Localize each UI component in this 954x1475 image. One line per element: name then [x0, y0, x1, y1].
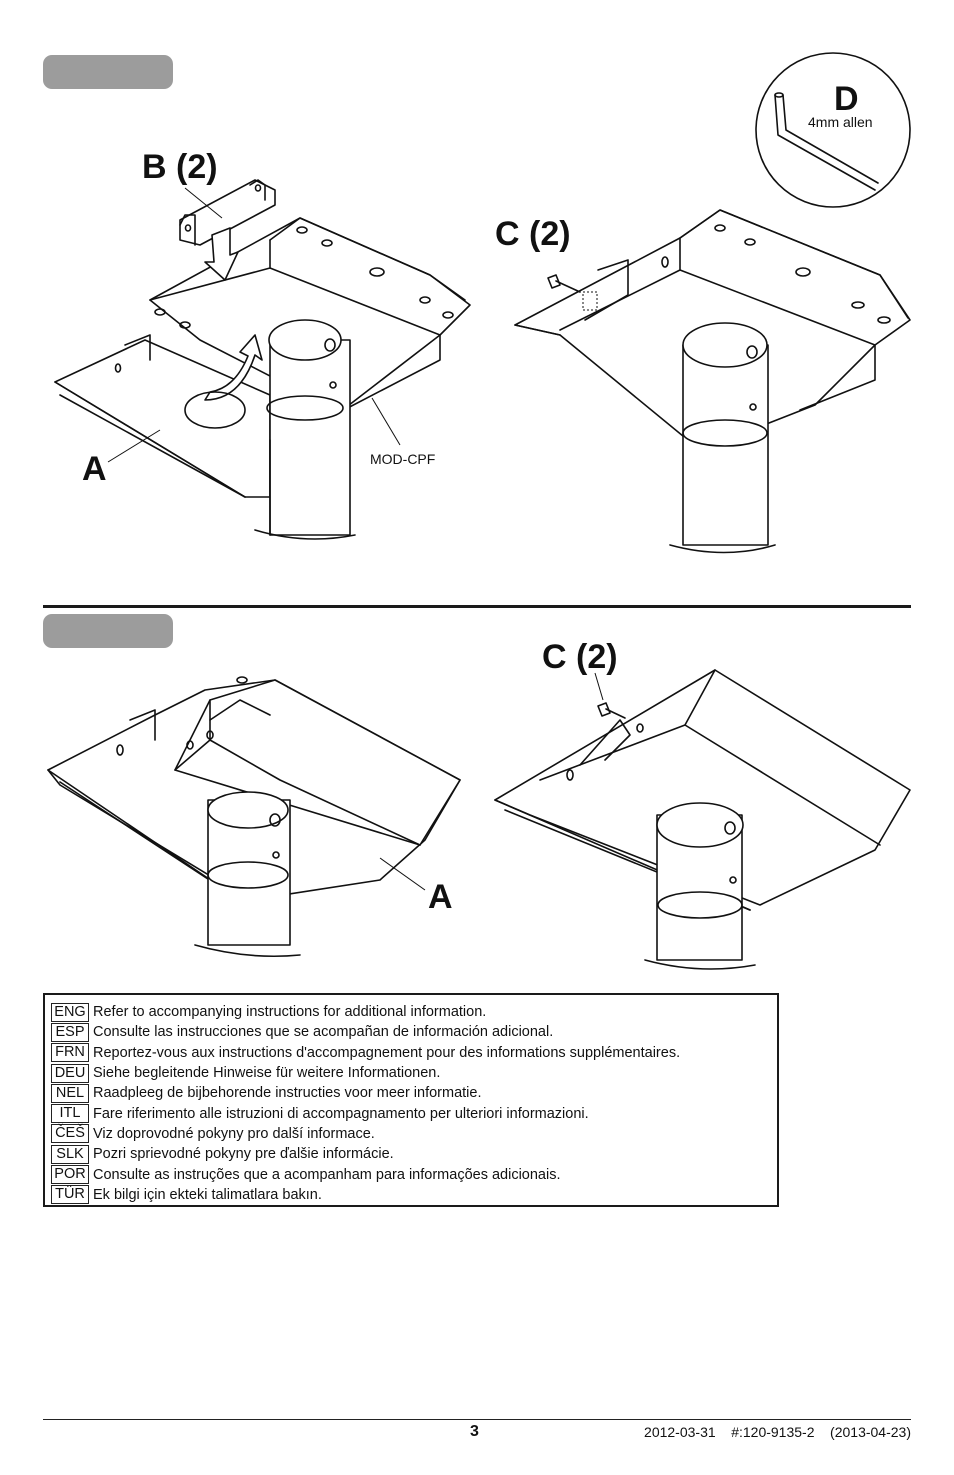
- step-2-badge: [43, 614, 173, 648]
- lang-text: Consulte las instrucciones que se acompa…: [93, 1024, 554, 1041]
- footer-document-info: 2012-03-31 #:120-9135-2 (2013-04-23): [644, 1424, 911, 1440]
- step2-right-figure: C (2): [494, 638, 911, 970]
- lang-code: ESP: [51, 1022, 89, 1042]
- label-a-step1: A: [82, 450, 107, 488]
- label-c2-step1: C (2): [495, 215, 571, 253]
- lang-code: POR: [51, 1165, 89, 1185]
- lang-text: Ek bilgi için ekteki talimatlara bakın.: [93, 1186, 322, 1203]
- lang-row: NEL Raadpleeg de bijbehorende instructie…: [51, 1083, 777, 1103]
- lang-code: SLK: [51, 1144, 89, 1164]
- label-a-step2: A: [428, 878, 453, 916]
- lang-row: ČEŠ Viz doprovodné pokyny pro další info…: [51, 1124, 777, 1144]
- lang-code: NEL: [51, 1083, 89, 1103]
- lang-row: ENG Refer to accompanying instructions f…: [51, 1002, 777, 1022]
- label-b2: B (2): [142, 148, 218, 186]
- lang-row: ITL Fare riferimento alle istruzioni di …: [51, 1103, 777, 1124]
- label-model: MOD-CPF: [370, 451, 435, 467]
- label-c2-step2: C (2): [542, 638, 618, 676]
- lang-row: DEU Siehe begleitende Hinweise für weite…: [51, 1063, 777, 1083]
- footer-rule: [43, 1419, 911, 1420]
- label-d: D: [834, 80, 859, 118]
- lang-code: ENG: [51, 1002, 89, 1022]
- lang-text: Fare riferimento alle istruzioni di acco…: [93, 1105, 589, 1122]
- page-number: 3: [470, 1423, 479, 1440]
- lang-row: FRN Reportez-vous aux instructions d'acc…: [51, 1043, 777, 1063]
- step1-left-figure: B (2) A MOD-CPF: [54, 148, 471, 540]
- assembly-illustrations: B (2) A MOD-CPF C (2) D: [47, 52, 911, 970]
- lang-code: TÜR: [51, 1185, 89, 1205]
- lang-code: DEU: [51, 1063, 89, 1083]
- section-divider: [43, 605, 911, 608]
- language-notes-table: ENG Refer to accompanying instructions f…: [43, 993, 779, 1207]
- lang-row: POR Consulte as instruções que a acompan…: [51, 1164, 777, 1185]
- lang-text: Pozri sprievodné pokyny pre ďalšie infor…: [93, 1146, 394, 1163]
- lang-code: ČEŠ: [51, 1124, 89, 1144]
- step-1-badge: [43, 55, 173, 89]
- lang-code: FRN: [51, 1043, 89, 1063]
- lang-text: Viz doprovodné pokyny pro další informac…: [93, 1125, 375, 1142]
- lang-text: Refer to accompanying instructions for a…: [93, 1004, 487, 1021]
- lang-text: Siehe begleitende Hinweise für weitere I…: [93, 1065, 441, 1082]
- lang-code: ITL: [51, 1104, 89, 1124]
- lang-row: TÜR Ek bilgi için ekteki talimatlara bak…: [51, 1185, 777, 1205]
- lang-text: Consulte as instruções que a acompanham …: [93, 1166, 561, 1183]
- step1-right-figure: C (2) D 4mm allen: [495, 52, 911, 554]
- lang-text: Raadpleeg de bijbehorende instructies vo…: [93, 1085, 482, 1102]
- label-d-desc: 4mm allen: [808, 114, 873, 130]
- lang-row: ESP Consulte las instrucciones que se ac…: [51, 1022, 777, 1042]
- step2-left-figure: A: [47, 676, 461, 958]
- lang-row: SLK Pozri sprievodné pokyny pre ďalšie i…: [51, 1144, 777, 1164]
- lang-text: Reportez-vous aux instructions d'accompa…: [93, 1044, 681, 1061]
